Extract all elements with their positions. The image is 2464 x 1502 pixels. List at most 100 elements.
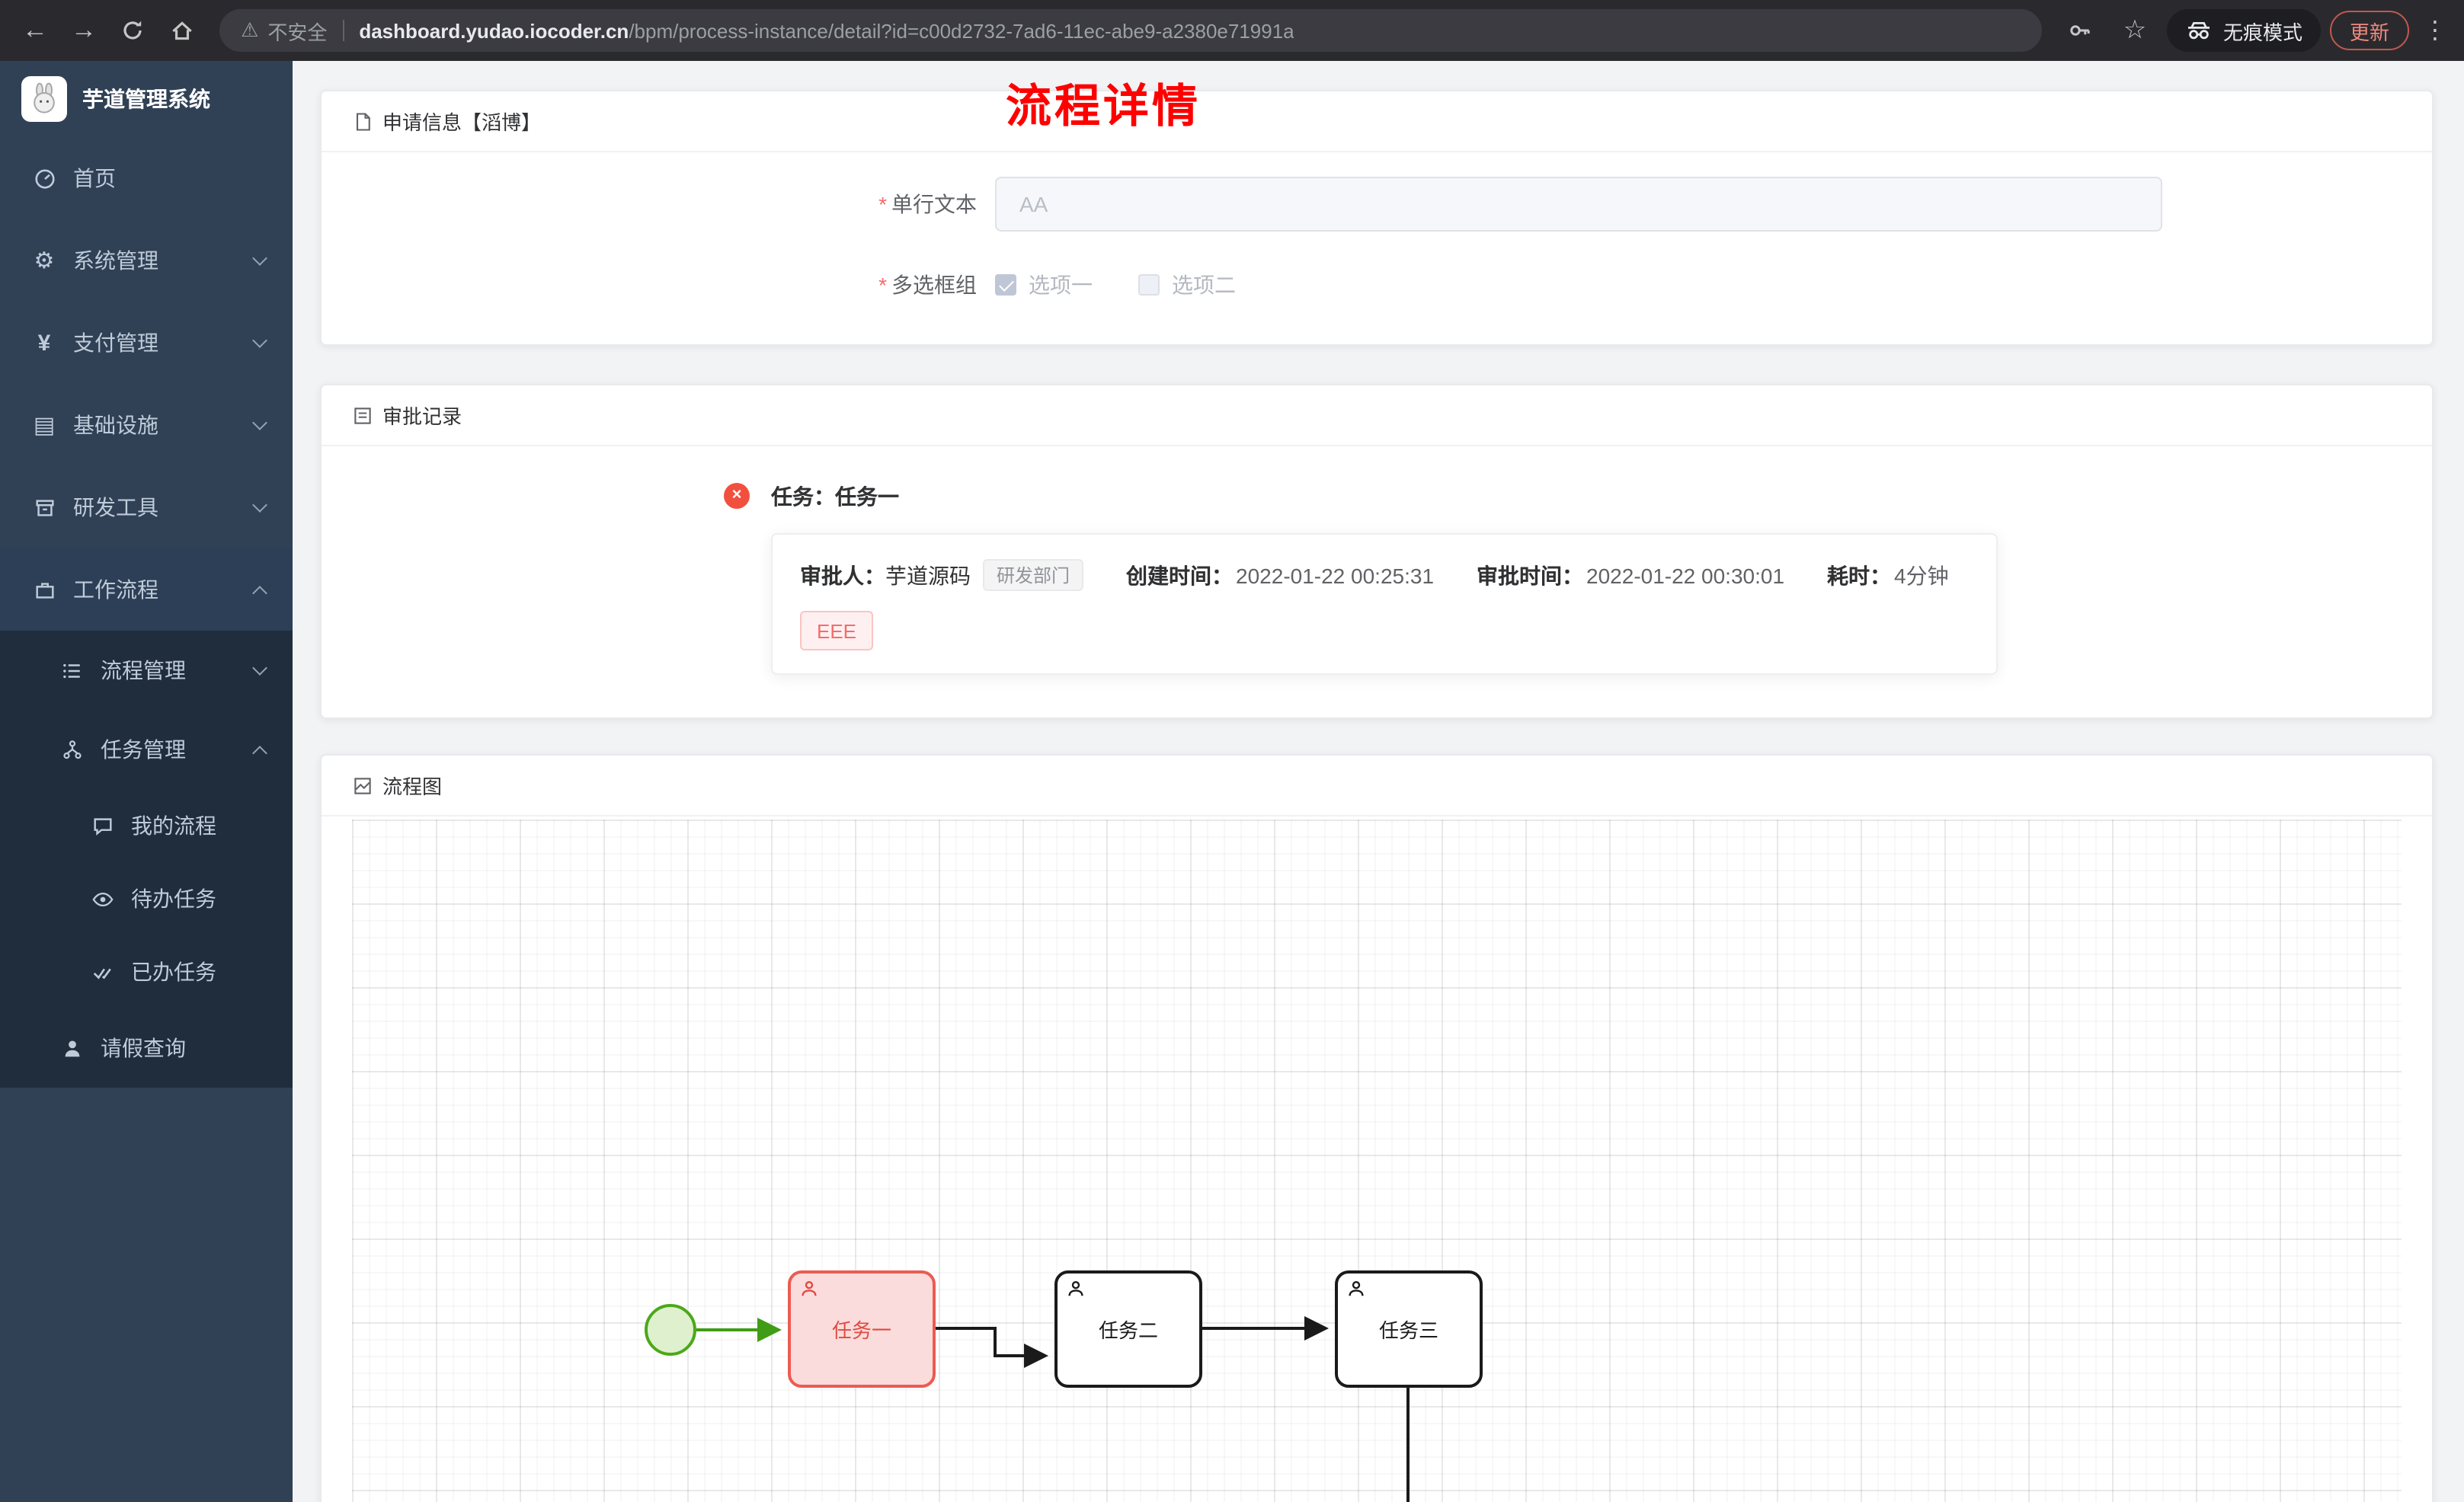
- sidebar-item-label: 流程管理: [101, 658, 186, 682]
- devtools-icon: [30, 496, 58, 519]
- start-event-node[interactable]: [645, 1304, 696, 1356]
- sidebar-item-home[interactable]: 首页: [0, 137, 293, 219]
- address-bar[interactable]: ⚠ 不安全 dashboard.yudao.iocoder.cn /bpm/pr…: [219, 9, 2042, 52]
- incognito-icon: [2187, 22, 2210, 40]
- sidebar-item-label: 支付管理: [73, 331, 158, 355]
- process-management-icon: [58, 659, 85, 682]
- sidebar-item-done-tasks[interactable]: 已办任务: [0, 935, 293, 1008]
- back-button[interactable]: ←: [22, 15, 48, 44]
- sidebar-item-label: 我的流程: [131, 813, 216, 838]
- key-icon: [2070, 25, 2090, 36]
- chevron-down-icon: [252, 414, 267, 430]
- my-process-icon: [88, 814, 116, 837]
- chevron-down-icon: [252, 332, 267, 347]
- rabbit-logo-icon: [34, 82, 55, 113]
- duration-value: 4分钟: [1894, 563, 1949, 587]
- task-node-2[interactable]: 任务二: [1054, 1270, 1202, 1388]
- checkbox-group: 选项一 选项二: [995, 270, 1236, 300]
- chevron-up-icon: [252, 585, 267, 600]
- sidebar-item-label: 基础设施: [73, 413, 158, 437]
- main-content: 流程详情 申请信息【滔博】 *单行文本 *多选框组 选项一: [293, 61, 2464, 1502]
- browser-update-button[interactable]: 更新: [2329, 11, 2409, 50]
- approval-record-card-title: 审批记录: [382, 405, 462, 428]
- single-line-text-input[interactable]: [995, 177, 2162, 232]
- sidebar-item-task-management[interactable]: 任务管理: [0, 710, 293, 789]
- workflow-submenu: 流程管理 任务管理 我的流程 待办任务 已办: [0, 631, 293, 1088]
- bookmark-star-button[interactable]: ☆: [2123, 15, 2147, 44]
- checkbox-option-label: 选项二: [1172, 273, 1236, 297]
- done-task-icon: [88, 960, 116, 983]
- reload-icon: [123, 21, 142, 40]
- task-node-label: 任务一: [831, 1319, 891, 1342]
- chevron-up-icon: [252, 745, 267, 760]
- sidebar-item-system-management[interactable]: ⚙ 系统管理: [0, 219, 293, 302]
- reload-button[interactable]: [110, 8, 155, 53]
- yen-icon: ¥: [37, 330, 51, 356]
- application-info-card-title: 申请信息【滔博】: [382, 111, 542, 134]
- browser-toolbar: ← → ⚠ 不安全 dashboard.yudao.iocoder.cn /bp…: [0, 0, 2464, 61]
- home-button[interactable]: [158, 8, 204, 53]
- sidebar-item-label: 系统管理: [73, 248, 158, 273]
- approval-detail-line: 审批人： 芋道源码 研发部门 创建时间： 2022-01-22 00:25:31…: [800, 559, 1969, 591]
- process-diagram-card: 流程图 任: [320, 754, 2434, 1502]
- checkbox-unchecked-icon[interactable]: [1138, 274, 1160, 296]
- sidebar-item-label: 任务管理: [101, 737, 186, 762]
- sidebar-item-leave-query[interactable]: 请假查询: [0, 1008, 293, 1088]
- checkbox-option-1[interactable]: 选项一: [995, 270, 1093, 300]
- app-logo[interactable]: 芋道管理系统: [0, 61, 293, 137]
- approver-name: 芋道源码: [885, 563, 971, 587]
- diagram-icon: [354, 777, 371, 794]
- single-line-text-label: *单行文本: [878, 192, 977, 216]
- address-divider: [342, 20, 344, 41]
- user-task-icon: [1347, 1280, 1365, 1302]
- update-label: 更新: [2349, 21, 2389, 43]
- approver-dept-tag: 研发部门: [983, 559, 1084, 591]
- approval-record-card: 审批记录 × 任务：任务一 审批人： 芋道源码 研发部门 创建时间： 2022-…: [320, 384, 2434, 719]
- infrastructure-icon: ▤: [33, 413, 56, 439]
- checkbox-option-2[interactable]: 选项二: [1138, 270, 1236, 300]
- task-node-label: 任务二: [1098, 1319, 1158, 1342]
- sidebar-item-label: 已办任务: [131, 960, 216, 984]
- checkbox-group-row: *多选框组 选项一 选项二: [322, 262, 2432, 308]
- forward-button[interactable]: →: [71, 15, 97, 44]
- bpmn-diagram-canvas[interactable]: 任务一 任务二 任务三: [352, 820, 2402, 1502]
- sidebar-item-label: 请假查询: [101, 1036, 186, 1060]
- approval-task-title: 任务：任务一: [771, 484, 899, 509]
- sidebar-item-payment-management[interactable]: ¥ 支付管理: [0, 302, 293, 384]
- leave-query-user-icon: [58, 1037, 85, 1059]
- approval-reason-tag: EEE: [800, 611, 874, 650]
- key-button[interactable]: [2057, 8, 2103, 53]
- required-asterisk: *: [878, 192, 887, 216]
- task-node-3[interactable]: 任务三: [1335, 1270, 1483, 1388]
- sidebar-item-infrastructure[interactable]: ▤ 基础设施: [0, 384, 293, 466]
- browser-menu-button[interactable]: ⋮: [2423, 18, 2447, 44]
- create-time-label: 创建时间：: [1126, 563, 1234, 587]
- approver-label: 审批人：: [800, 563, 885, 587]
- todo-task-icon: [88, 887, 116, 910]
- approve-time-value: 2022-01-22 00:30:01: [1586, 563, 1785, 587]
- required-asterisk: *: [878, 273, 887, 297]
- sequence-flow-task1-to-task2: [936, 1327, 1048, 1368]
- task-management-icon: [58, 738, 85, 761]
- bpmn-connectors: [696, 1316, 1410, 1502]
- not-secure-warning-icon: ⚠: [241, 18, 259, 41]
- process-diagram-card-header: 流程图: [322, 756, 2432, 817]
- sidebar-item-devtools[interactable]: 研发工具: [0, 466, 293, 548]
- app-title: 芋道管理系统: [82, 87, 210, 111]
- sidebar-item-label: 待办任务: [131, 887, 216, 911]
- app-logo-avatar: [21, 76, 67, 122]
- process-diagram-card-title: 流程图: [382, 775, 443, 798]
- workflow-icon: [30, 578, 58, 601]
- sidebar-item-process-management[interactable]: 流程管理: [0, 631, 293, 710]
- sidebar-item-workflow[interactable]: 工作流程: [0, 548, 293, 631]
- incognito-label: 无痕模式: [2222, 21, 2302, 43]
- chevron-down-icon: [252, 497, 267, 512]
- task-node-1[interactable]: 任务一: [788, 1270, 936, 1388]
- sidebar-item-my-process[interactable]: 我的流程: [0, 789, 293, 862]
- duration-label: 耗时：: [1827, 563, 1892, 587]
- checkbox-checked-icon[interactable]: [995, 274, 1016, 296]
- chevron-down-icon: [252, 660, 267, 675]
- application-info-card: 申请信息【滔博】 *单行文本 *多选框组 选项一: [320, 90, 2434, 346]
- sidebar-item-todo-tasks[interactable]: 待办任务: [0, 862, 293, 935]
